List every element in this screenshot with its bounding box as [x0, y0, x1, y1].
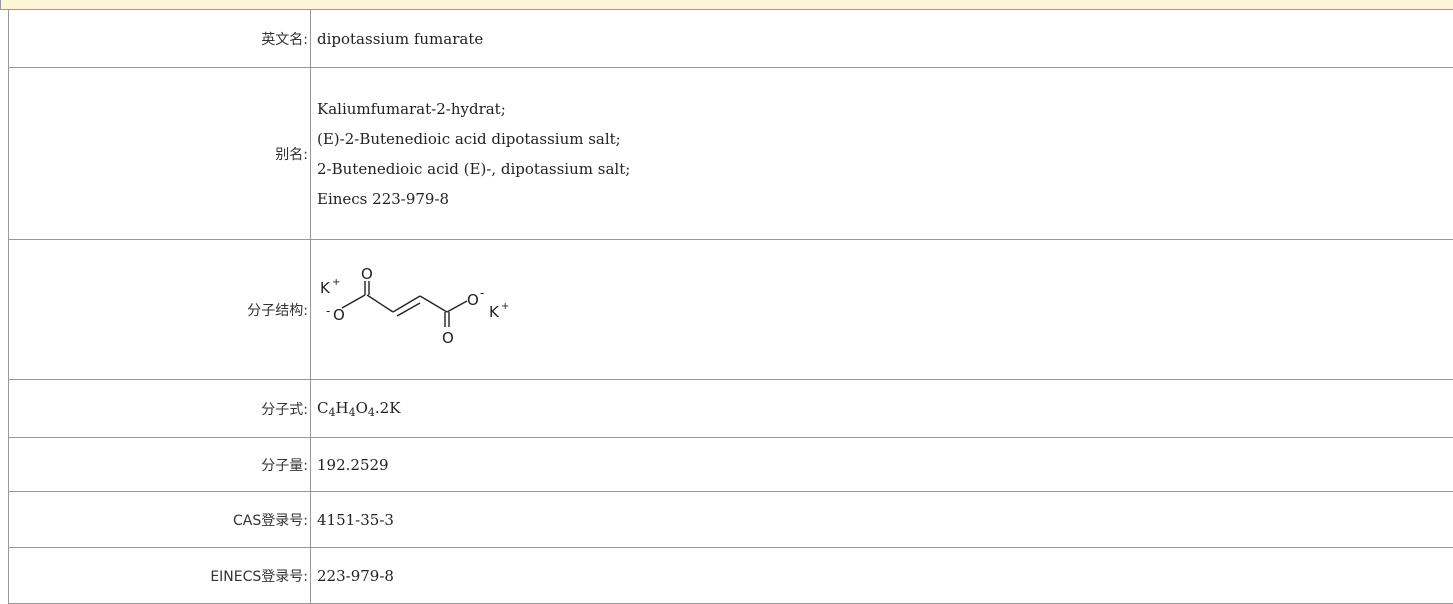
einecs-label: EINECS登录号:: [9, 548, 311, 604]
cas-value: 4151-35-3: [311, 492, 1453, 548]
alias-item: (E)-2-Butenedioic acid dipotassium salt;: [317, 124, 1453, 154]
formula-oxygen-count: 4: [368, 406, 375, 419]
charge-plus-left: +: [332, 277, 340, 288]
alias-item: 2-Butenedioic acid (E)-, dipotassium sal…: [317, 154, 1453, 184]
charge-minus-left: -: [326, 304, 330, 318]
formula-carbon: C: [317, 399, 328, 417]
potassium-left: K: [320, 279, 331, 297]
english-name-label: 英文名:: [9, 10, 311, 68]
charge-plus-right: +: [501, 301, 509, 312]
mol-weight-value: 192.2529: [311, 438, 1453, 492]
structure-value: K + - O O O - O K +: [311, 240, 1453, 380]
molecular-structure-image: K + - O O O - O K +: [317, 265, 637, 355]
oxygen-bottom: O: [442, 329, 454, 347]
row-cas: CAS登录号: 4151-35-3: [9, 492, 1453, 548]
cas-label: CAS登录号:: [9, 492, 311, 548]
oxygen-left: O: [333, 306, 345, 324]
charge-minus-right: -: [480, 286, 484, 300]
row-aliases: 别名: Kaliumfumarat-2-hydrat; (E)-2-Butene…: [9, 68, 1453, 240]
row-structure: 分子结构: K: [9, 240, 1453, 380]
einecs-value: 223-979-8: [311, 548, 1453, 604]
row-formula: 分子式: C4H4O4.2K: [9, 380, 1453, 438]
alias-item: Kaliumfumarat-2-hydrat;: [317, 94, 1453, 124]
oxygen-right: O: [467, 291, 479, 309]
row-einecs: EINECS登录号: 223-979-8: [9, 548, 1453, 604]
aliases-label: 别名:: [9, 68, 311, 240]
alias-item: Einecs 223-979-8: [317, 184, 1453, 214]
english-name-value: dipotassium fumarate: [311, 10, 1453, 68]
formula-oxygen: O: [356, 399, 368, 417]
formula-suffix: .2K: [375, 399, 401, 417]
formula-hydrogen: H: [335, 399, 348, 417]
structure-label: 分子结构:: [9, 240, 311, 380]
aliases-value: Kaliumfumarat-2-hydrat; (E)-2-Butenedioi…: [311, 68, 1453, 240]
compound-info-table: 英文名: dipotassium fumarate 别名: Kaliumfuma…: [8, 9, 1453, 604]
oxygen-top: O: [361, 265, 373, 283]
row-mol-weight: 分子量: 192.2529: [9, 438, 1453, 492]
mol-weight-label: 分子量:: [9, 438, 311, 492]
formula-value: C4H4O4.2K: [311, 380, 1453, 438]
row-english-name: 英文名: dipotassium fumarate: [9, 10, 1453, 68]
formula-hydrogen-count: 4: [349, 406, 356, 419]
formula-label: 分子式:: [9, 380, 311, 438]
potassium-right: K: [489, 303, 500, 321]
